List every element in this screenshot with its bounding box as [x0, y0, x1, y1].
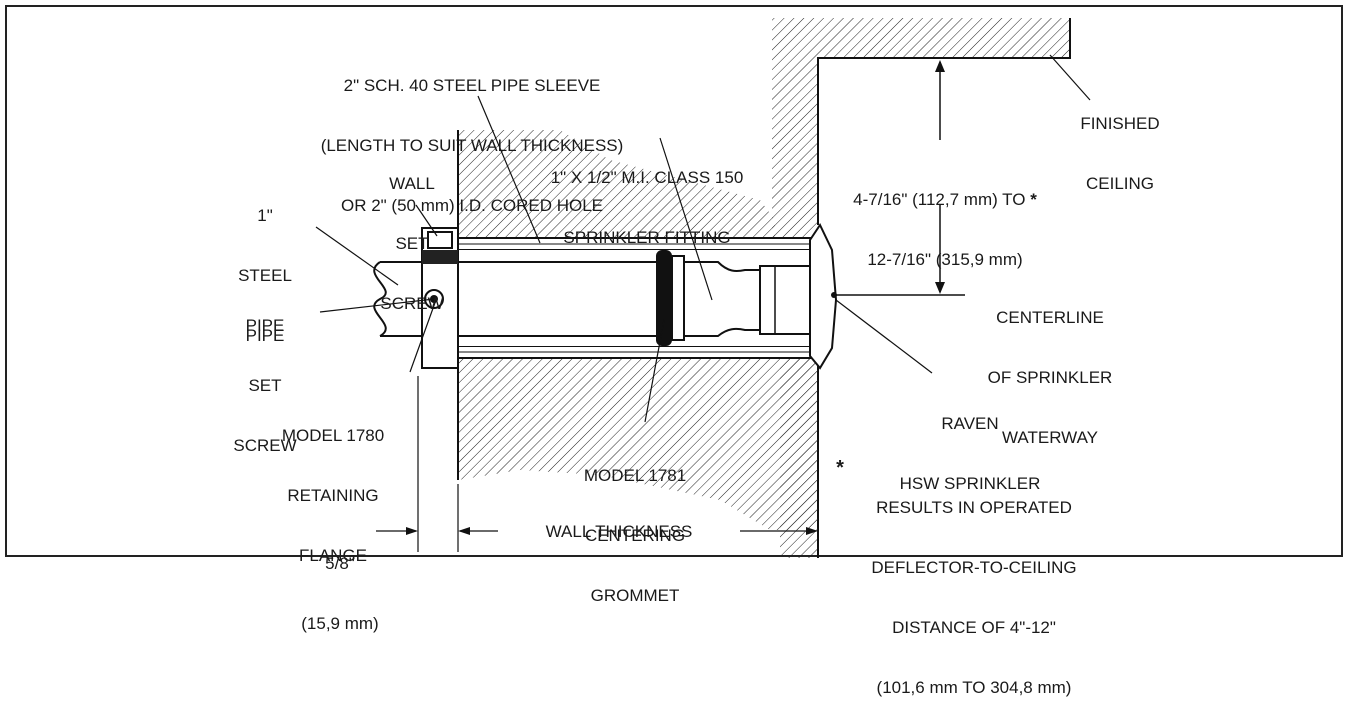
centering-grommet: [656, 250, 672, 346]
steel-pipe-label: 1" STEEL PIPE: [238, 206, 292, 345]
sprinkler-fitting: [683, 261, 761, 337]
diagram-border: [5, 5, 1343, 557]
flange-dimension-label: 5/8" (15,9 mm): [301, 554, 379, 633]
centerline-label: CENTERLINE OF SPRINKLER WATERWAY: [987, 308, 1113, 447]
sleeve-label: 2" SCH. 40 STEEL PIPE SLEEVE (LENGTH TO …: [320, 76, 624, 215]
sprinkler-label: RAVEN HSW SPRINKLER: [899, 414, 1041, 493]
wall-set-screw-label: WALL SET SCREW: [380, 174, 444, 313]
pipe-break: [373, 261, 387, 337]
wall-set-screw-shape: [427, 231, 453, 249]
wall-hatch-upper: [458, 130, 775, 240]
wall-hatch-lower: [458, 356, 818, 530]
ceiling-surface-line: [817, 18, 1071, 225]
pipe-set-screw-label: PIPE SET SCREW: [233, 316, 297, 455]
fitting-label: 1" X 1/2" M.I. CLASS 150 SPRINKLER FITTI…: [550, 168, 744, 247]
note-star: *: [836, 457, 844, 479]
sprinkler-escutcheon: [809, 222, 838, 370]
wall-thickness-label: WALL THICKNESS: [545, 522, 693, 541]
note-label: RESULTS IN OPERATED DEFLECTOR-TO-CEILING…: [871, 498, 1077, 697]
distance-label: 4-7/16" (112,7 mm) TO * 12-7/16" (315,9 …: [853, 190, 1037, 269]
sprinkler-installation-diagram: [5, 5, 1343, 558]
finished-ceiling-label: FINISHED CEILING: [1080, 114, 1160, 193]
